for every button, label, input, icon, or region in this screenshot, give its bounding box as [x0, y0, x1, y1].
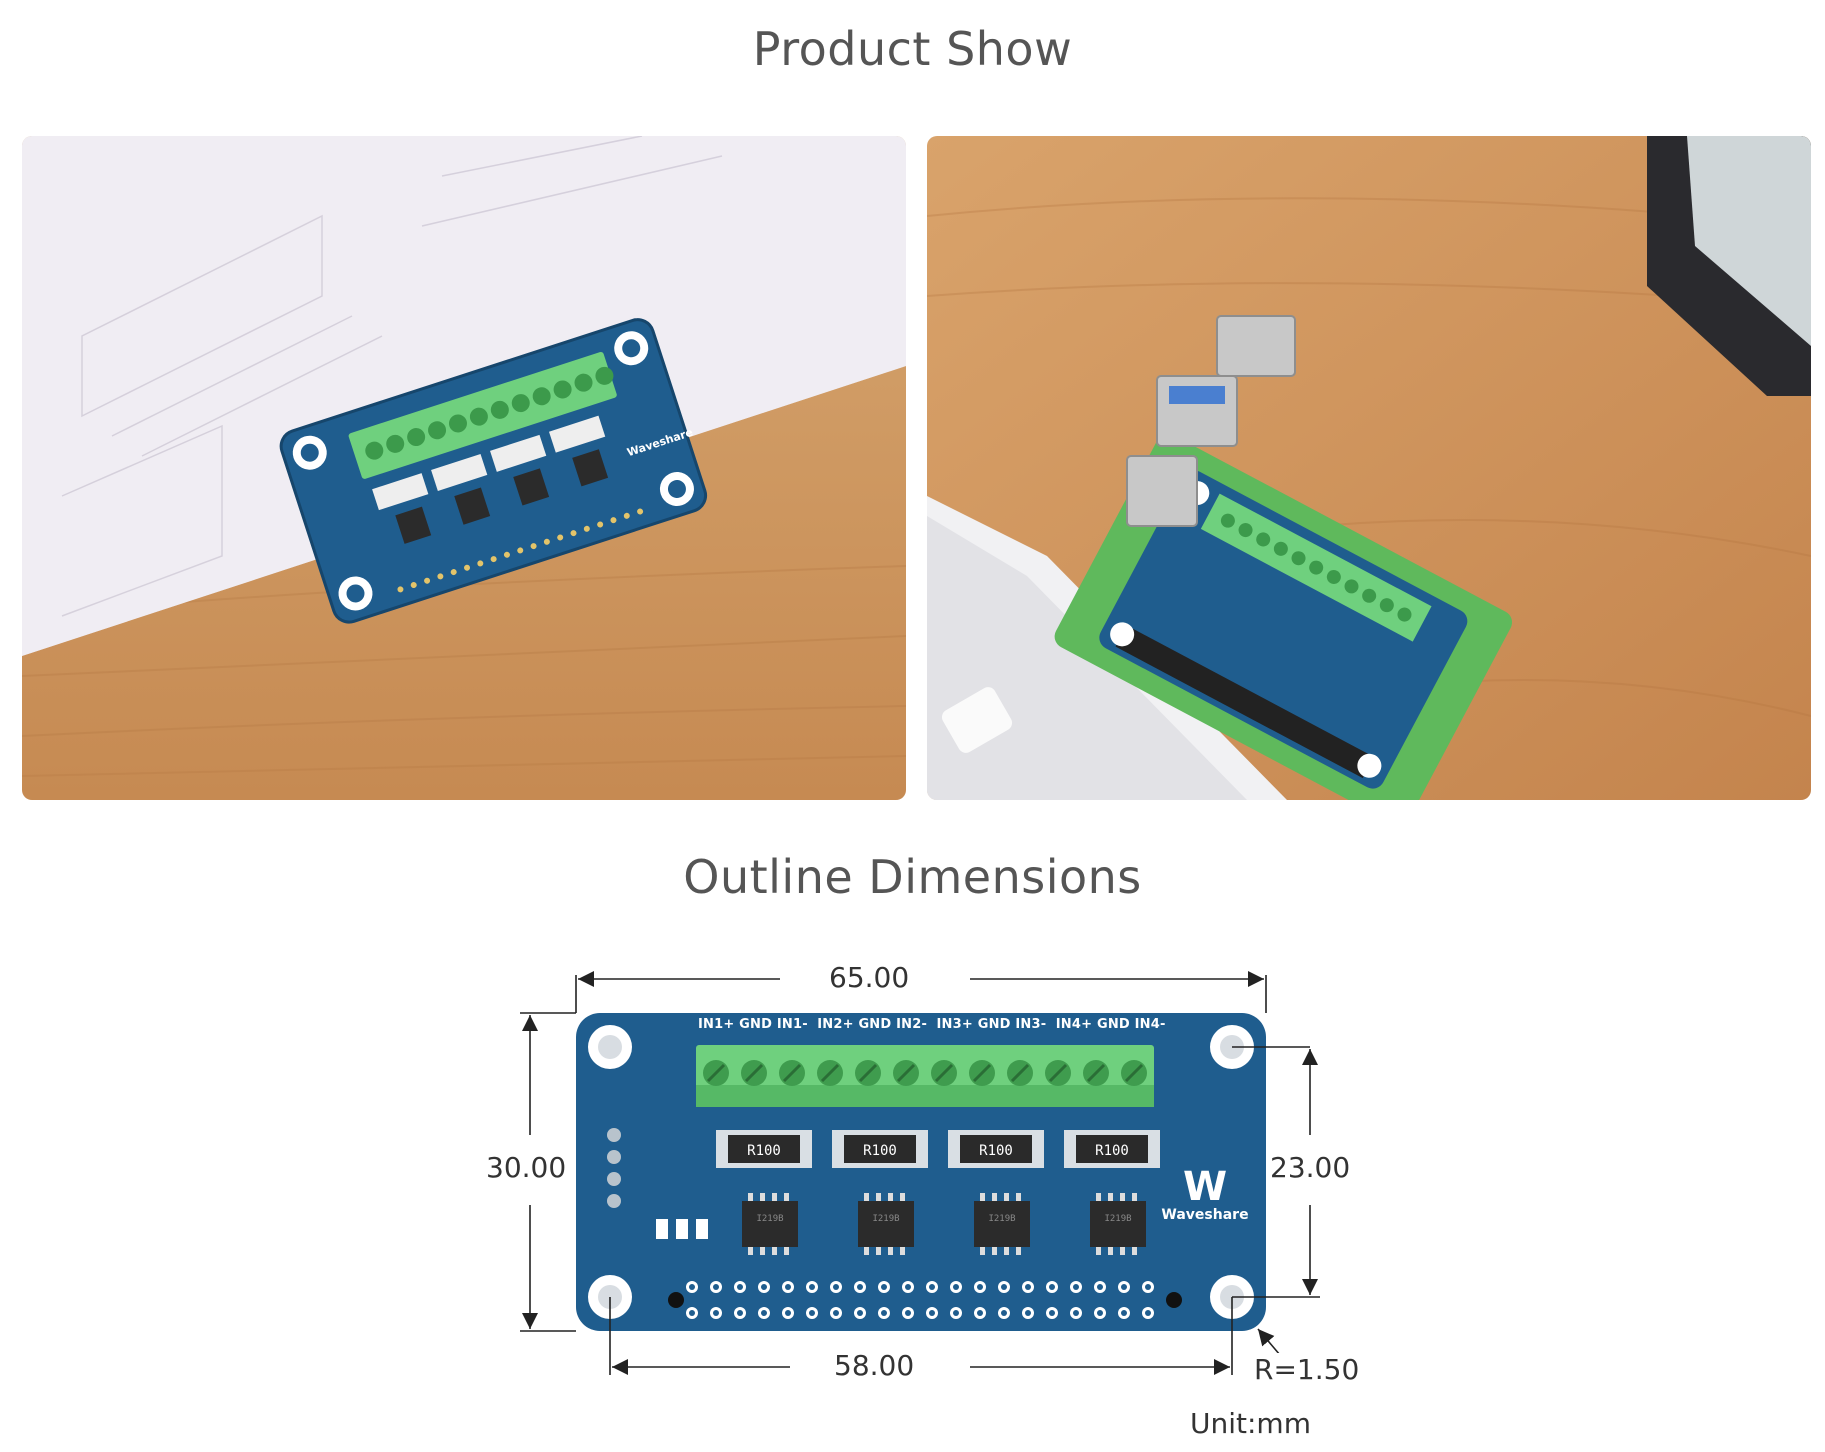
svg-text:I219B: I219B	[756, 1214, 783, 1224]
product-photo-on-raspberry-pi	[927, 136, 1811, 800]
dimension-width: 65.00	[825, 961, 914, 994]
brand-logo: W Waveshare	[1160, 1167, 1250, 1223]
current-sensor-chip	[1090, 1201, 1146, 1247]
product-photo-standalone: Waveshare	[22, 136, 906, 800]
svg-text:I219B: I219B	[988, 1214, 1015, 1224]
resistor-label: R100	[863, 1143, 897, 1159]
waveshare-logo-icon: W	[1182, 1164, 1228, 1210]
terminal-labels: IN1+ GND IN1- IN2+ GND IN2- IN3+ GND IN3…	[698, 1017, 1166, 1032]
dimension-hole-horizontal: 58.00	[830, 1349, 919, 1382]
current-sensor-chip	[974, 1201, 1030, 1247]
current-sensor-chip	[858, 1201, 914, 1247]
dimension-radius: R=1.50	[1250, 1353, 1364, 1386]
mounting-holes	[588, 1025, 1254, 1319]
svg-text:I219B: I219B	[1104, 1214, 1131, 1224]
unit-label: Unit:mm	[1186, 1407, 1315, 1440]
resistor-label: R100	[747, 1143, 781, 1159]
dimension-hole-vertical: 23.00	[1266, 1151, 1355, 1184]
dimension-height: 30.00	[482, 1151, 571, 1184]
section-title-outline-dimensions: Outline Dimensions	[683, 850, 1142, 904]
current-sensor-chip	[742, 1201, 798, 1247]
brand-name: Waveshare	[1161, 1207, 1249, 1223]
resistor-label: R100	[1095, 1143, 1129, 1159]
section-title-product-show: Product Show	[752, 22, 1073, 76]
svg-text:I219B: I219B	[872, 1214, 899, 1224]
outline-dimension-drawing: R100 R100 R100 R100 I219B I219B I219B I219B	[460, 955, 1380, 1445]
resistor-label: R100	[979, 1143, 1013, 1159]
